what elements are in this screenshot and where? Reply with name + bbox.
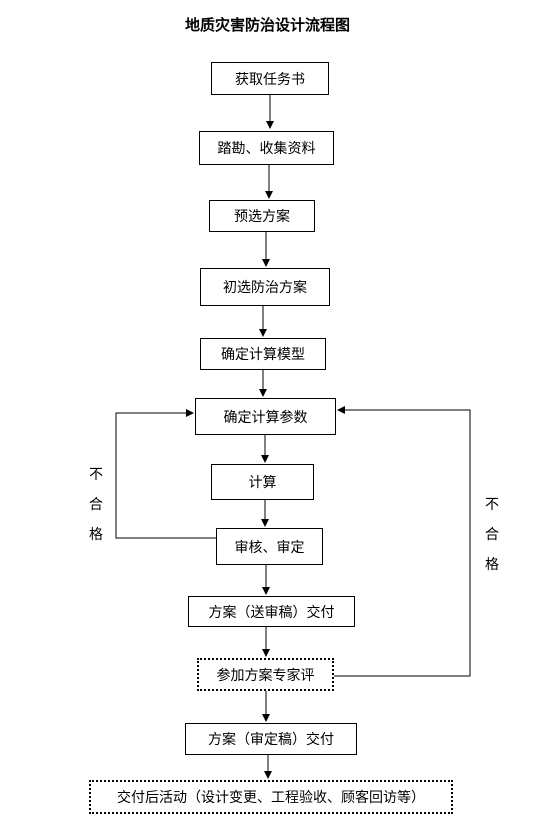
step-calculate: 计算 bbox=[211, 464, 314, 500]
step-determine-calc-model: 确定计算模型 bbox=[200, 338, 326, 370]
step-expert-review: 参加方案专家评 bbox=[197, 658, 334, 691]
step-preselect-scheme: 预选方案 bbox=[209, 200, 315, 232]
left-unqualified-label: 不 合 格 bbox=[89, 467, 103, 543]
step-approved-draft-delivery: 方案（审定稿）交付 bbox=[185, 723, 357, 755]
step-post-delivery-activities: 交付后活动（设计变更、工程验收、顾客回访等） bbox=[89, 780, 453, 814]
step-review-approve: 审核、审定 bbox=[216, 528, 323, 565]
step-submit-draft-delivery: 方案（送审稿）交付 bbox=[188, 596, 355, 627]
right-unqualified-label: 不 合 格 bbox=[485, 497, 499, 573]
right-feedback-loop bbox=[334, 406, 471, 677]
left-feedback-loop bbox=[115, 409, 216, 539]
step-get-task-book: 获取任务书 bbox=[211, 62, 329, 95]
step-initial-prevention-scheme: 初选防治方案 bbox=[200, 268, 330, 306]
step-determine-calc-params: 确定计算参数 bbox=[195, 398, 336, 435]
diagram-title: 地质灾害防治设计流程图 bbox=[184, 16, 350, 34]
step-survey-collect-data: 踏勘、收集资料 bbox=[199, 131, 334, 165]
